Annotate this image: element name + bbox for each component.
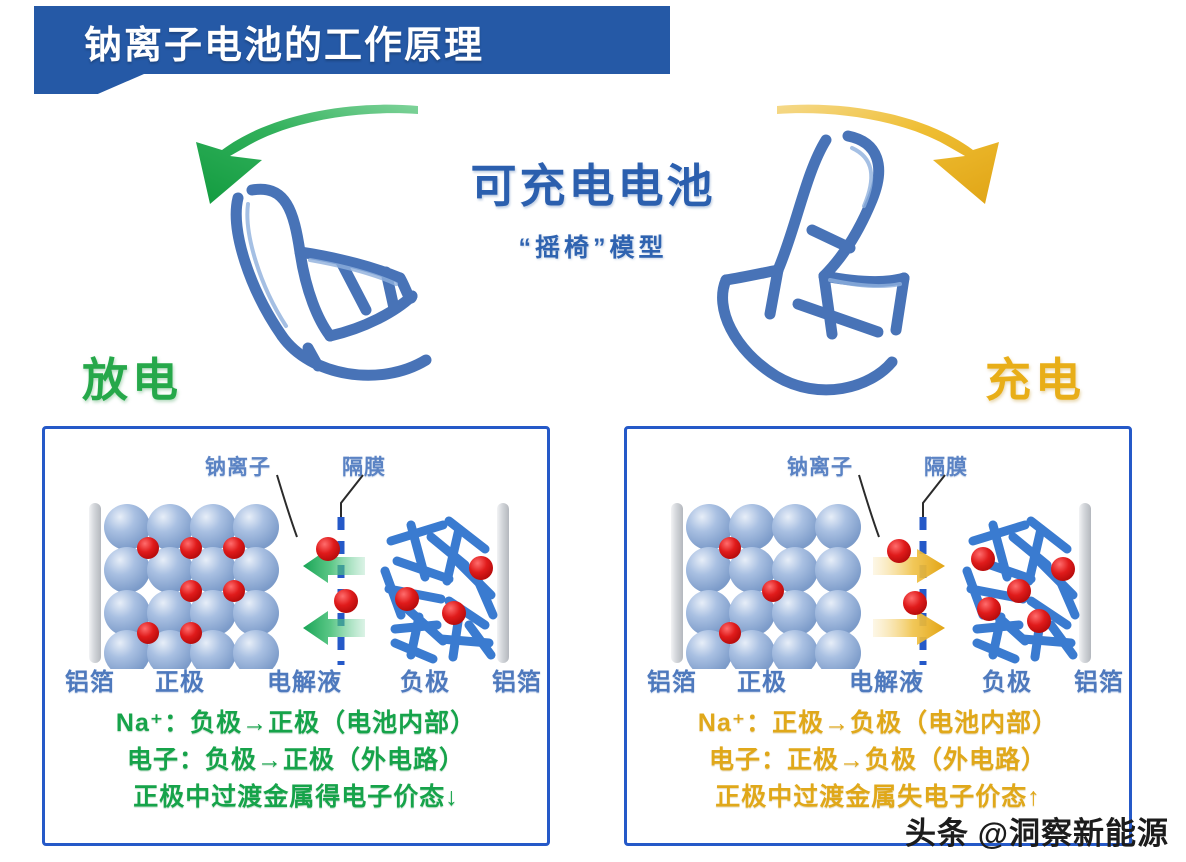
watermark: 头条 @洞察新能源 (905, 808, 1169, 853)
separator-callout-label: 隔膜 (924, 456, 968, 479)
equation-valence: 正极中过渡金属得电子价态↓ (133, 783, 459, 811)
discharge-flow-arrows (303, 549, 365, 645)
equation-ion: Na⁺：正极→负极（电池内部） (697, 709, 1059, 737)
discharge-bottom-labels: 铝箔 正极 电解液 负极 铝箔 (45, 662, 547, 698)
watermark-prefix: 头条 (905, 816, 969, 851)
curved-arrow-left-icon (196, 104, 418, 204)
rocking-chair-left-icon (230, 183, 432, 381)
title-banner: 钠离子电池的工作原理 (34, 6, 670, 94)
anode-sodium-ions (395, 556, 493, 625)
banner-fold-decoration (34, 74, 144, 94)
equation-electron: 电子：正极→负极（外电路） (708, 746, 1047, 774)
charge-cell-diagram (671, 474, 1091, 669)
cathode-sodium-ions (137, 537, 245, 644)
label-electrolyte: 电解液 (849, 669, 924, 696)
charge-panel: 钠离子 隔膜 (624, 426, 1132, 846)
sodium-ion-callout-label: 钠离子 (205, 456, 271, 479)
anode-carbon-rods (380, 516, 498, 664)
separator-callout-label: 隔膜 (342, 456, 386, 479)
discharge-cell-diagram (89, 474, 509, 669)
equation-valence: 正极中过渡金属失电子价态↑ (715, 783, 1041, 811)
rocking-chair-right-icon (717, 130, 910, 396)
label-anode: 负极 (982, 669, 1032, 696)
charge-bottom-labels: 铝箔 正极 电解液 负极 铝箔 (627, 662, 1129, 698)
label-al-foil-left: 铝箔 (647, 669, 697, 696)
equation-ion: Na⁺：负极→正极（电池内部） (115, 709, 477, 737)
discharge-equations: Na⁺：负极→正极（电池内部） 电子：负极→正极（外电路） 正极中过渡金属得电子… (45, 705, 547, 816)
label-al-foil-right: 铝箔 (492, 669, 542, 696)
page-title: 钠离子电池的工作原理 (84, 25, 485, 67)
sodium-ion-callout-label: 钠离子 (787, 456, 853, 479)
label-al-foil-right: 铝箔 (1074, 669, 1124, 696)
cathode-sodium-ions (719, 537, 784, 644)
charge-equations: Na⁺：正极→负极（电池内部） 电子：正极→负极（外电路） 正极中过渡金属失电子… (627, 705, 1129, 816)
label-electrolyte: 电解液 (267, 669, 342, 696)
label-al-foil-left: 铝箔 (65, 669, 115, 696)
anode-sodium-ions (971, 547, 1075, 633)
equation-electron: 电子：负极→正极（外电路） (126, 746, 465, 774)
label-cathode: 正极 (737, 669, 787, 696)
label-cathode: 正极 (155, 669, 205, 696)
curved-arrow-right-icon (777, 104, 999, 204)
charge-mode-label: 充电 (985, 354, 1085, 406)
discharge-mode-label: 放电 (82, 354, 182, 406)
label-anode: 负极 (400, 669, 450, 696)
watermark-handle: @洞察新能源 (977, 816, 1169, 851)
discharge-panel: 钠离子 隔膜 (42, 426, 550, 846)
hero-subheadline: “摇椅”模型 (518, 234, 668, 262)
